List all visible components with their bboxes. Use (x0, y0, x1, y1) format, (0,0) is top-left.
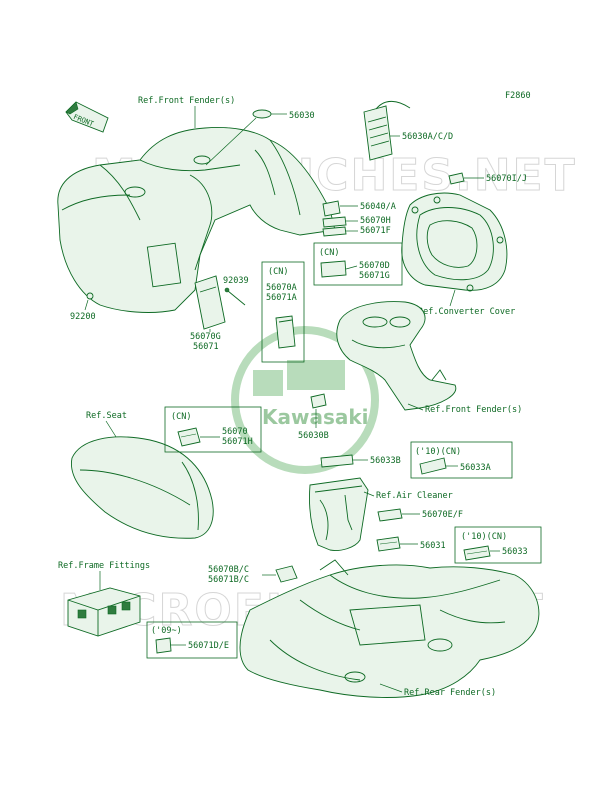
kawasaki-logo: Kawasaki (231, 326, 379, 474)
logo-text: Kawasaki (262, 405, 369, 429)
part-56070h: 56070H (360, 216, 391, 226)
part-56031: 56031 (420, 541, 446, 551)
part-56071g: 56071G (359, 271, 390, 281)
cn10-label-b: ('10)(CN) (461, 532, 507, 542)
front-arrow-icon: FRONT (65, 101, 109, 133)
ref-frame-fittings: Ref.Frame Fittings (58, 561, 150, 571)
label-56030-part (252, 109, 272, 119)
part-56071f: 56071F (360, 226, 391, 236)
label-56070a-part (275, 315, 296, 349)
seat-part (70, 436, 214, 539)
box-09-56071de (146, 621, 238, 659)
front-fender-part (57, 127, 336, 313)
ref-front-fender-top: Ref.Front Fender(s) (138, 96, 235, 106)
part-56070a: 56070A (266, 283, 297, 293)
box-cn-56070 (164, 406, 262, 453)
ref-converter-cover: Ref.Converter Cover (418, 307, 515, 317)
label-56040a-part (322, 200, 341, 217)
part-56033b: 56033B (370, 456, 401, 466)
cn10-label-a: ('10)(CN) (415, 447, 461, 457)
part-56071h: 56071H (222, 437, 253, 447)
part-56071de: 56071D/E (188, 641, 229, 651)
air-cleaner-part (309, 477, 369, 551)
label-56070d-part (320, 260, 347, 278)
label-56070-part (177, 427, 201, 447)
cn-label-2: (CN) (268, 267, 288, 277)
part-56030b: 56030B (298, 431, 329, 441)
ref-front-fender-mid: Ref.Front Fender(s) (425, 405, 522, 415)
label-56071f-part (322, 226, 347, 237)
part-56070g: 56070G (190, 332, 221, 342)
part-56033a: 56033A (460, 463, 491, 473)
label-56071de-part (155, 637, 172, 654)
label-56070ij-part (448, 172, 465, 185)
label-56031-part (376, 536, 401, 552)
cn-label-3: (CN) (171, 412, 191, 422)
part-56030: 56030 (289, 111, 315, 121)
ref-seat: Ref.Seat (86, 411, 127, 421)
figure-code: F2860 (505, 91, 531, 101)
bolt-92039-part (224, 287, 246, 306)
box-cn-56070a (261, 261, 305, 363)
part-56071bc: 56071B/C (208, 575, 249, 585)
part-56070: 56070 (222, 427, 248, 437)
part-56070ij: 56070I/J (486, 174, 527, 184)
ref-rear-fender: Ref.Rear Fender(s) (404, 688, 496, 698)
front-fender-cover-part (336, 301, 457, 411)
box-10-cn-56033a (410, 441, 513, 479)
box-10-cn-56033 (454, 526, 542, 564)
part-92039: 92039 (223, 276, 249, 286)
label-56070ef-part (377, 508, 403, 522)
y09-label: ('09~) (151, 626, 182, 636)
converter-cover-part (401, 192, 508, 292)
label-56033b-part (320, 454, 354, 468)
part-56071: 56071 (193, 342, 219, 352)
label-56033-part (463, 545, 491, 561)
box-cn-56070d (313, 242, 403, 286)
label-56070h-part (322, 216, 347, 228)
cn-label-1: (CN) (319, 248, 339, 258)
part-56070bc: 56070B/C (208, 565, 249, 575)
label-56033a-part (419, 457, 447, 475)
part-92200: 92200 (70, 312, 96, 322)
label-56030acd-part (363, 100, 411, 161)
ref-air-cleaner: Ref.Air Cleaner (376, 491, 453, 501)
part-56033: 56033 (502, 547, 528, 557)
part-56070ef: 56070E/F (422, 510, 463, 520)
label-56030b-part (310, 393, 327, 409)
label-56070g-part (194, 275, 226, 330)
frame-fittings-part (67, 587, 141, 637)
part-56030acd: 56030A/C/D (402, 132, 453, 142)
washer-92200-part (86, 292, 94, 300)
part-56040a: 56040/A (360, 202, 396, 212)
part-56070d: 56070D (359, 261, 390, 271)
rear-fender-part (239, 559, 540, 698)
part-56071a: 56071A (266, 293, 297, 303)
label-56070bc-part (275, 565, 298, 583)
